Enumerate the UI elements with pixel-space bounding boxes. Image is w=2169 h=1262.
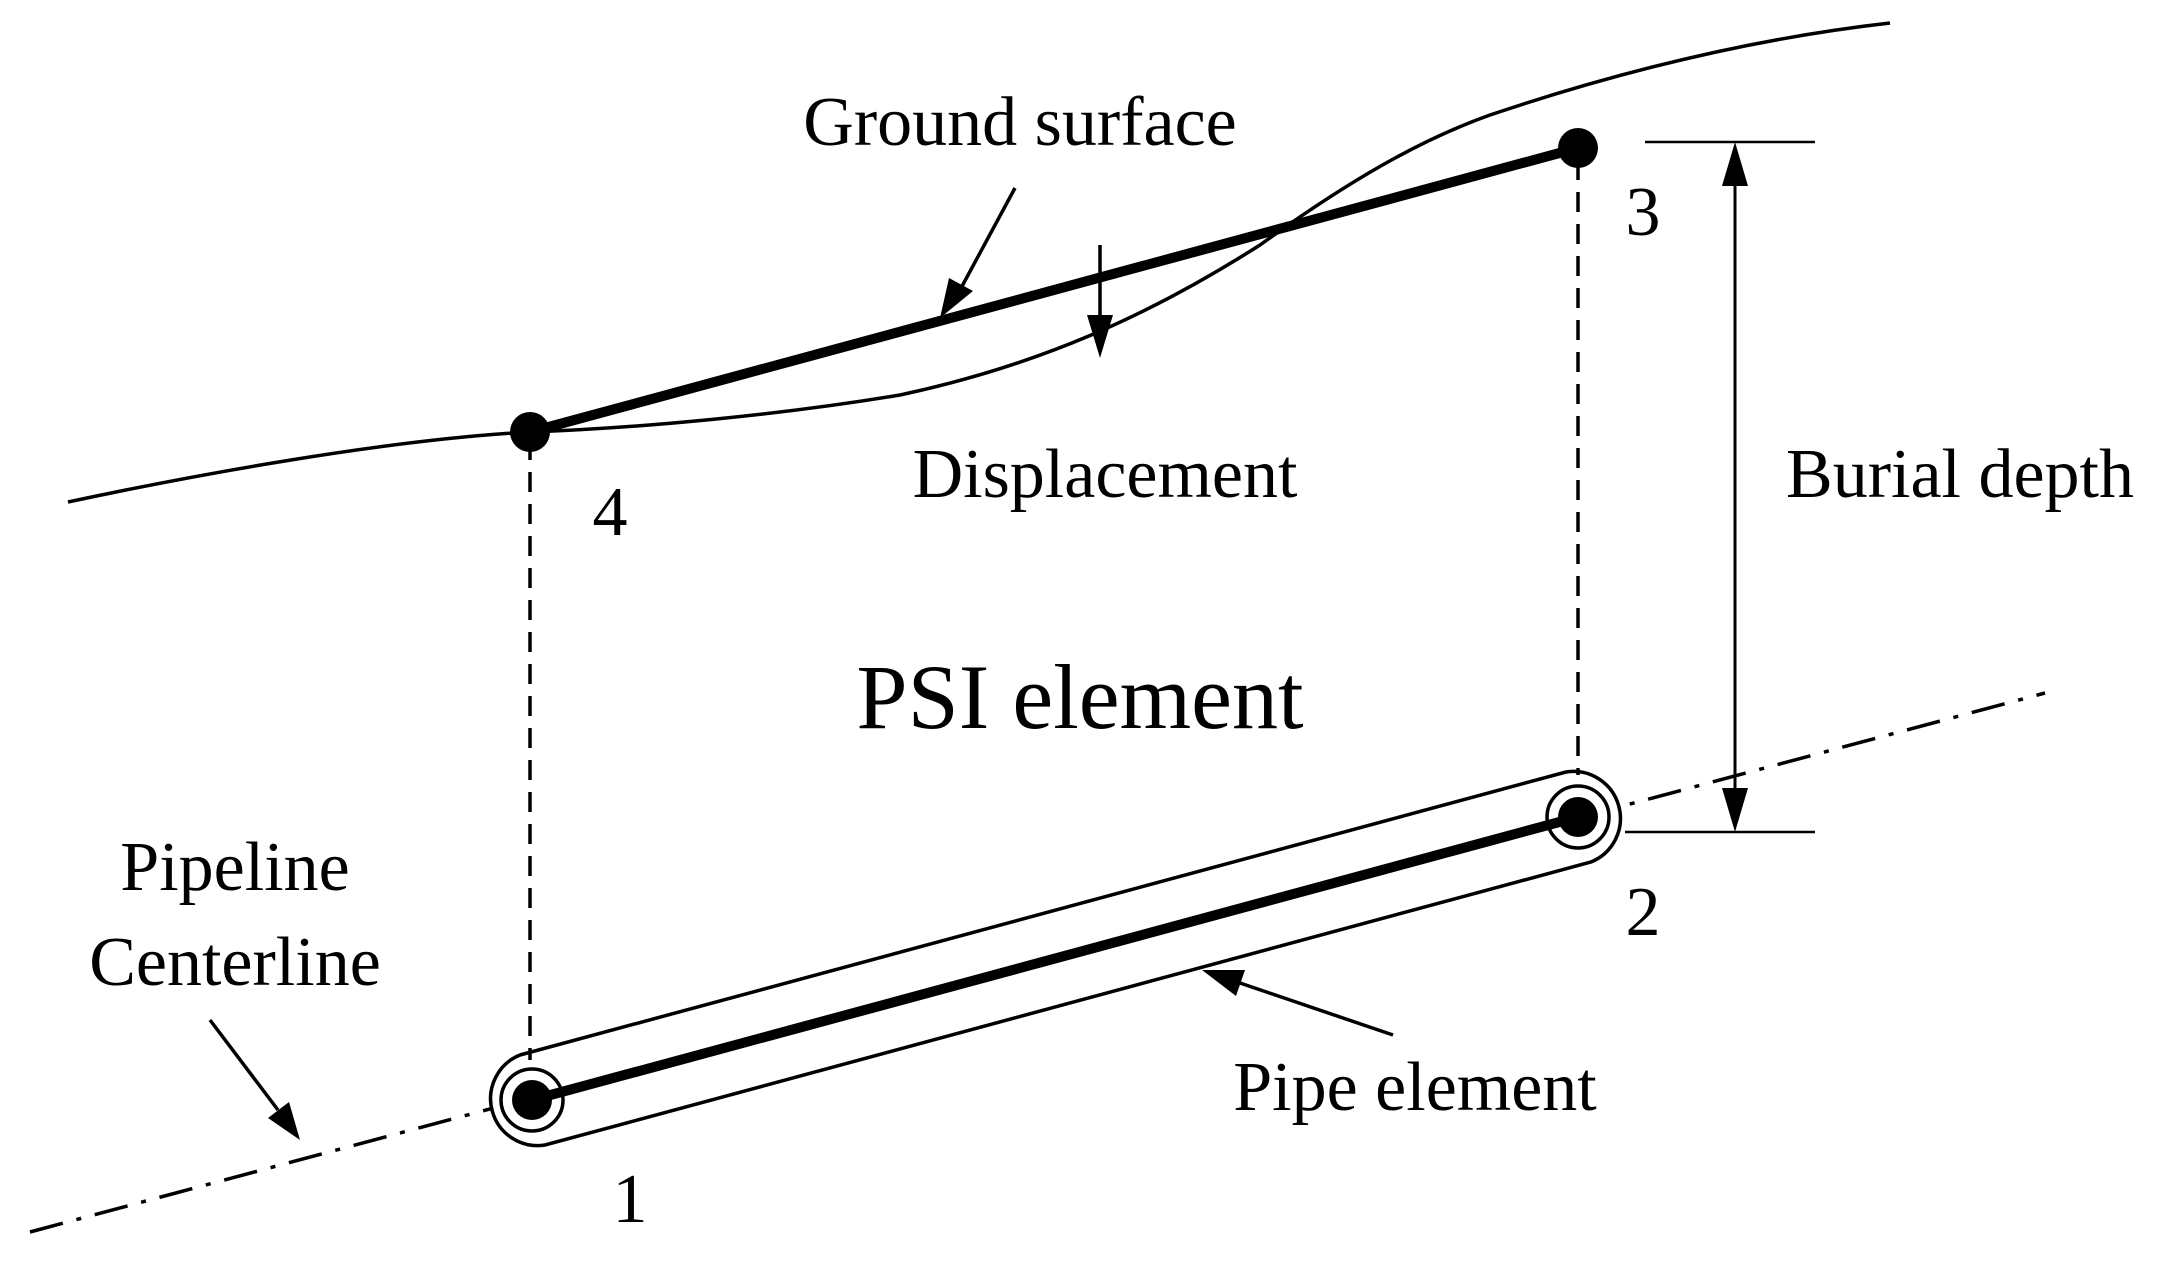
node-1-label: 1 (613, 1161, 648, 1238)
pipeline-centerline-label-line1: Pipeline (120, 829, 349, 906)
node-2-ring (1545, 784, 1611, 850)
ground-surface-label: Ground surface (803, 84, 1236, 161)
pipe-element-arrowhead (1202, 970, 1245, 996)
node-3-label: 3 (1626, 174, 1661, 251)
displaced-ground-segment (528, 143, 1580, 437)
pipe-element-leader (1239, 981, 1394, 1037)
node-3-dot (1558, 128, 1598, 168)
burial-depth-label: Burial depth (1786, 436, 2134, 513)
ground-surface-arrowhead (940, 278, 973, 318)
burial-depth-arrow-down (1722, 788, 1748, 832)
node-2-dot (1558, 797, 1598, 837)
pipeline-centerline-arrowhead (268, 1102, 300, 1140)
burial-depth-arrow-up (1722, 142, 1748, 186)
ground-surface-curve (67, 21, 1891, 504)
psi-element-label: PSI element (856, 646, 1304, 748)
node-1-dot (512, 1080, 552, 1120)
displacement-arrowhead (1087, 315, 1113, 358)
pipeline-centerline-leader (208, 1018, 280, 1112)
pipeline-centerline (29, 691, 2046, 1234)
node-4-label: 4 (593, 474, 628, 551)
node-2-label: 2 (1626, 874, 1661, 951)
pipe-element-label: Pipe element (1233, 1049, 1597, 1126)
pipe-axis (530, 812, 1580, 1105)
node-4-dot (510, 412, 550, 452)
pipeline-centerline-label-line2: Centerline (89, 924, 381, 1001)
ground-surface-leader (958, 187, 1017, 291)
node-1-ring (499, 1067, 565, 1133)
displacement-label: Displacement (913, 436, 1298, 513)
